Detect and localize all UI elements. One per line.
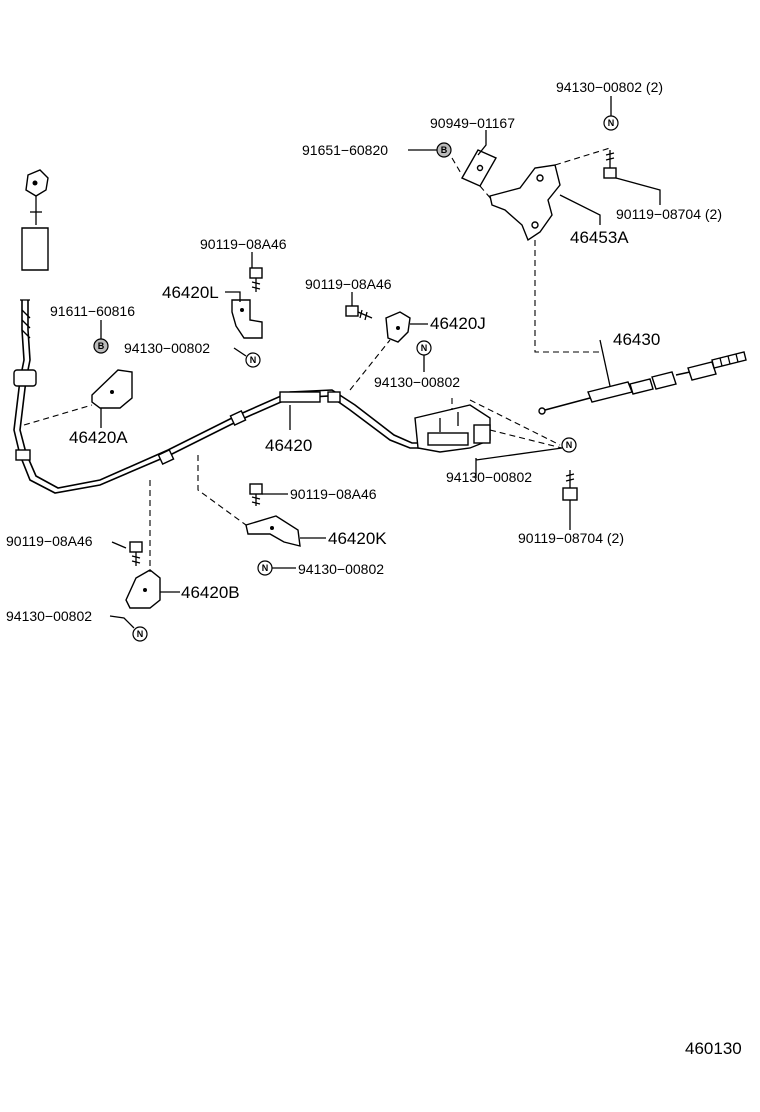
svg-text:N: N bbox=[608, 118, 615, 128]
svg-text:N: N bbox=[250, 355, 257, 365]
label-90119-b: 90119−08A46 bbox=[6, 533, 93, 549]
label-46420j: 46420J bbox=[430, 314, 486, 333]
bolt-90119-08704-top-icon bbox=[603, 150, 617, 179]
nut-symbol-l-icon: N bbox=[245, 352, 261, 368]
bolt-symbol-91611-icon: B bbox=[93, 338, 109, 354]
assembly-dashed-lines bbox=[23, 147, 611, 572]
label-46420: 46420 bbox=[265, 436, 312, 455]
diagram-number: 460130 bbox=[685, 1039, 742, 1058]
label-46420k: 46420K bbox=[328, 529, 387, 548]
bracket-46453a-icon bbox=[489, 164, 561, 242]
label-90119-08704-bottom: 90119−08704 (2) bbox=[518, 530, 624, 546]
part-labels: 94130−00802 (2) 90949−01167 91651−60820 … bbox=[6, 79, 742, 1058]
nut-symbol-top-icon: N bbox=[603, 115, 619, 131]
label-90119-j: 90119−08A46 bbox=[305, 276, 392, 292]
svg-text:N: N bbox=[566, 440, 573, 450]
brake-lever-icon bbox=[21, 169, 49, 271]
bolt-symbol-91651-icon: B bbox=[436, 142, 452, 158]
clamp-46420l-icon bbox=[231, 299, 263, 339]
clamp-46420k-icon bbox=[245, 515, 301, 547]
label-46420b: 46420B bbox=[181, 583, 240, 602]
svg-text:N: N bbox=[421, 343, 428, 353]
nut-symbol-j-icon: N bbox=[416, 340, 432, 356]
label-90949: 90949−01167 bbox=[430, 115, 515, 131]
label-94130-r: 94130−00802 bbox=[446, 469, 532, 485]
label-94130-k: 94130−00802 bbox=[298, 561, 384, 577]
label-94130-j: 94130−00802 bbox=[374, 374, 460, 390]
equalizer-bracket-icon bbox=[414, 404, 491, 453]
nut-symbol-b-icon: N bbox=[132, 626, 148, 642]
clamp-46420j-icon bbox=[385, 311, 411, 343]
label-46430: 46430 bbox=[613, 330, 660, 349]
label-90119-k: 90119−08A46 bbox=[290, 486, 377, 502]
bolt-90119-08a46-b-icon bbox=[129, 541, 143, 566]
svg-text:N: N bbox=[262, 563, 269, 573]
bolt-90119-08a46-j-icon bbox=[345, 305, 373, 321]
plate-90949-icon bbox=[461, 149, 497, 187]
label-91651: 91651−60820 bbox=[302, 142, 388, 158]
bolt-90119-08704-bottom-icon bbox=[562, 470, 578, 501]
svg-text:N: N bbox=[137, 629, 144, 639]
svg-text:B: B bbox=[441, 145, 448, 155]
main-cable-icon bbox=[13, 299, 430, 494]
clamp-46420a-icon bbox=[91, 369, 133, 409]
label-94130-top: 94130−00802 (2) bbox=[556, 79, 663, 95]
clamp-46420b-icon bbox=[125, 569, 161, 609]
label-90119-l: 90119−08A46 bbox=[200, 236, 287, 252]
label-46453a: 46453A bbox=[570, 228, 629, 247]
label-91611: 91611−60816 bbox=[50, 303, 135, 319]
front-cable-icon bbox=[538, 351, 747, 415]
nut-symbol-k-icon: N bbox=[257, 560, 273, 576]
label-46420a: 46420A bbox=[69, 428, 128, 447]
label-46420l: 46420L bbox=[162, 283, 219, 302]
bolt-90119-08a46-k-icon bbox=[249, 483, 263, 506]
label-94130-b: 94130−00802 bbox=[6, 608, 92, 624]
svg-text:B: B bbox=[98, 341, 105, 351]
label-94130-l: 94130−00802 bbox=[124, 340, 210, 356]
nut-symbol-r-icon: N bbox=[561, 437, 577, 453]
bolt-90119-08a46-l-icon bbox=[249, 267, 263, 292]
leader-lines bbox=[100, 96, 661, 629]
label-90119-08704-top: 90119−08704 (2) bbox=[616, 206, 722, 222]
